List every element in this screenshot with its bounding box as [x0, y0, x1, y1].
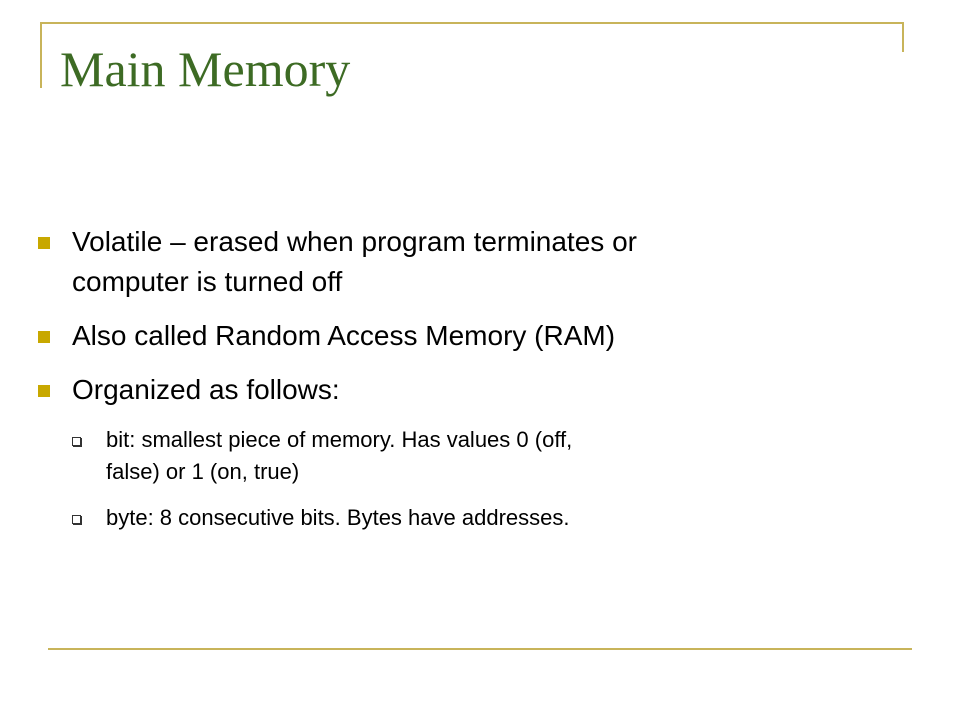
bullet-text-line: Organized as follows: — [72, 374, 340, 405]
slide-title: Main Memory — [60, 41, 351, 97]
sub-bullet-text-line: byte: 8 consecutive bits. Bytes have add… — [106, 505, 570, 530]
sub-bullet-byte: byte: 8 consecutive bits. Bytes have add… — [72, 502, 898, 534]
frame-left-line — [40, 22, 42, 88]
bullet-text-line: Volatile – erased when program terminate… — [72, 226, 637, 257]
bullet-ram: Also called Random Access Memory (RAM) — [38, 316, 898, 356]
bullet-volatile: Volatile – erased when program terminate… — [38, 222, 898, 302]
square-bullet-icon — [38, 331, 50, 343]
square-bullet-icon — [38, 237, 50, 249]
bullet-text-line: computer is turned off — [72, 266, 343, 297]
sub-bullet-text-line: bit: smallest piece of memory. Has value… — [106, 427, 573, 452]
bullet-organized: Organized as follows: — [38, 370, 898, 410]
slide-content: Volatile – erased when program terminate… — [38, 222, 898, 548]
frame-top-line — [40, 22, 904, 24]
frame-bottom-line — [48, 648, 912, 650]
sub-bullet-bit: bit: smallest piece of memory. Has value… — [72, 424, 898, 488]
frame-right-line — [902, 22, 904, 52]
hollow-square-bullet-icon — [72, 437, 81, 446]
sub-bullet-text-line: false) or 1 (on, true) — [106, 459, 300, 484]
bullet-text-line: Also called Random Access Memory (RAM) — [72, 320, 616, 351]
square-bullet-icon — [38, 385, 50, 397]
hollow-square-bullet-icon — [72, 515, 81, 524]
